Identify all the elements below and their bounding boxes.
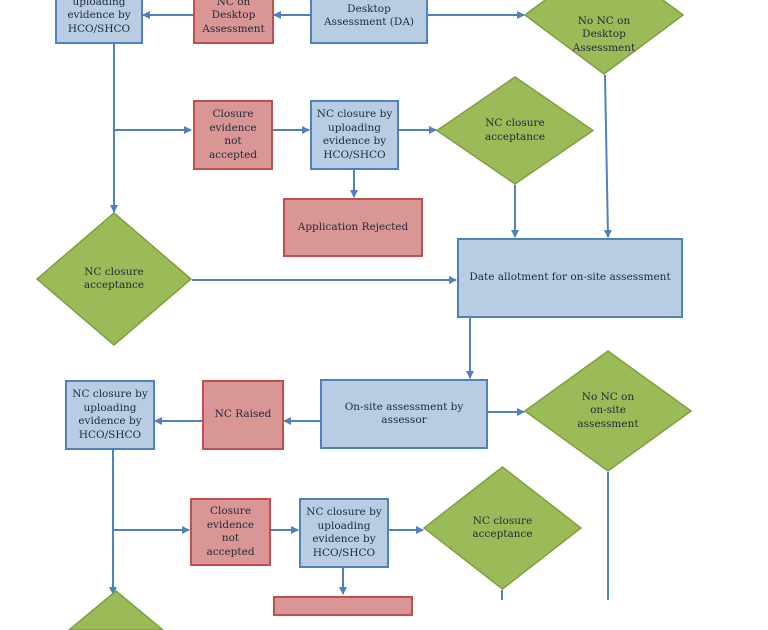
connector-lines — [109, 11, 612, 600]
no-nc-desktop-decision: No NC on Desktop Assessment — [524, 0, 684, 75]
application-rejected-box-1: Application Rejected — [283, 198, 423, 257]
nc-closure-upload-box-2: NC closure by uploading evidence by HCO/… — [65, 380, 155, 450]
onsite-assessment-box: On-site assessment by assessor — [320, 379, 488, 449]
bottom-rejected-partial — [273, 596, 413, 616]
nc-closure-acceptance-decision-left: NC closure acceptance — [36, 212, 192, 346]
nc-closure-upload-box-3: NC closure by uploading evidence by HCO/… — [299, 498, 389, 568]
closure-not-accepted-box-1: Closure evidence not accepted — [193, 100, 273, 170]
no-nc-onsite-decision: No NC on on-site assessment — [524, 350, 692, 472]
flowchart: uploading evidence by HCO/SHCO NC on Des… — [36, 0, 692, 630]
arrow-no-nc-desktop-to-date — [603, 74, 612, 238]
closure-not-accepted-box-2: Closure evidence not accepted — [190, 498, 271, 566]
nc-raised-box: NC Raised — [202, 380, 284, 450]
nc-closure-acceptance-decision-1: NC closure acceptance — [436, 76, 594, 185]
nc-closure-acceptance-decision-2: NC closure acceptance — [423, 466, 582, 590]
bottom-left-decision-partial — [68, 590, 164, 630]
date-allotment-box: Date allotment for on-site assessment — [457, 238, 683, 318]
nc-closure-upload-box-1: NC closure by uploading evidence by HCO/… — [310, 100, 399, 170]
desktop-assessment-box: Desktop Assessment (DA) — [310, 0, 428, 44]
nc-on-desktop-box: NC on Desktop Assessment — [193, 0, 274, 44]
top-left-nc-closure-box: uploading evidence by HCO/SHCO — [55, 0, 143, 44]
